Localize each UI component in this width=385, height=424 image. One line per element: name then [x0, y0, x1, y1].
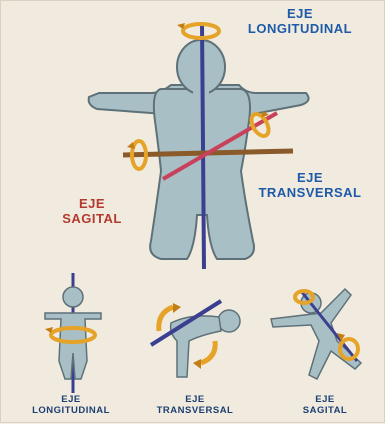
longitudinal-axis-line	[202, 23, 204, 269]
label-longitudinal-top-line1: EJE	[237, 7, 363, 22]
label-transversal-main-line2: TRANSVERSAL	[253, 186, 367, 201]
label-longitudinal-bottom: EJE LONGITUDINAL	[15, 395, 127, 417]
label-sagital-bottom: EJE SAGITAL	[285, 395, 365, 417]
label-longitudinal-bottom-line2: LONGITUDINAL	[15, 406, 127, 417]
longitudinal-rotation-arrow-icon	[177, 23, 219, 38]
label-transversal-main-line1: EJE	[253, 171, 367, 186]
label-sagital-main: EJE SAGITAL	[47, 197, 137, 227]
label-transversal-bottom-line2: TRANSVERSAL	[143, 406, 247, 417]
label-transversal-bottom: EJE TRANSVERSAL	[143, 395, 247, 417]
small-figure-longitudinal	[45, 273, 101, 393]
small-figure-transversal	[151, 301, 240, 377]
label-transversal-main: EJE TRANSVERSAL	[253, 171, 367, 201]
label-sagital-main-line1: EJE	[47, 197, 137, 212]
label-sagital-bottom-line2: SAGITAL	[285, 406, 365, 417]
label-sagital-main-line2: SAGITAL	[47, 212, 137, 227]
small-figure-sagital	[271, 289, 361, 379]
label-longitudinal-top: EJE LONGITUDINAL	[237, 7, 363, 37]
label-longitudinal-top-line2: LONGITUDINAL	[237, 22, 363, 37]
